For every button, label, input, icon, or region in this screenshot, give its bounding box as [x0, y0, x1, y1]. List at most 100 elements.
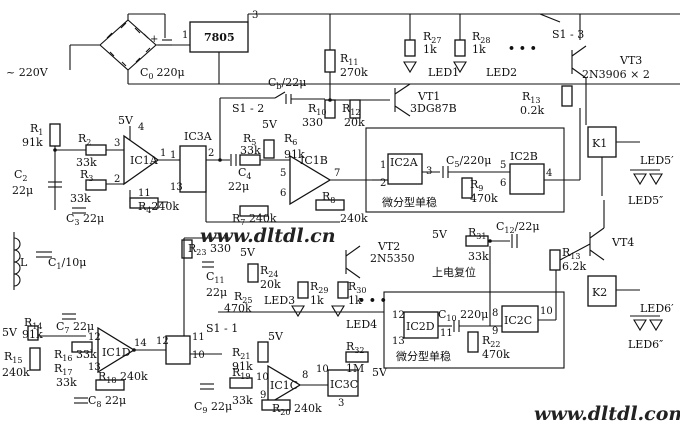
svg-text:IC3C: IC3C [330, 378, 358, 391]
svg-text:10: 10 [256, 372, 269, 383]
opamp-ic1b [289, 154, 332, 206]
svg-text:22μ: 22μ [228, 180, 249, 193]
monostable-bottom: IC2D 12 13 11 C10 220μ R22 470k 8 9 IC2C… [383, 291, 565, 369]
svg-text:• • •: • • • [358, 294, 387, 307]
svg-text:LED4: LED4 [346, 318, 377, 331]
svg-text:13: 13 [170, 182, 183, 193]
svg-text:R8: R8 [322, 190, 335, 205]
svg-text:240k: 240k [340, 212, 368, 225]
svg-text:470k: 470k [470, 192, 498, 205]
svg-text:1k: 1k [310, 294, 324, 307]
svg-text:微分型单稳: 微分型单稳 [396, 349, 451, 363]
svg-text:R6: R6 [284, 132, 297, 147]
svg-text:3: 3 [114, 138, 120, 149]
svg-text:LED2: LED2 [486, 66, 517, 79]
svg-text:6: 6 [500, 178, 506, 189]
svg-text:5V: 5V [268, 330, 284, 343]
svg-text:8: 8 [492, 308, 498, 319]
svg-text:11: 11 [192, 332, 205, 343]
svg-text:C1/10μ: C1/10μ [48, 256, 86, 271]
svg-text:1: 1 [160, 148, 166, 159]
svg-text:5V: 5V [118, 114, 134, 127]
svg-text:Cb/22μ: Cb/22μ [268, 76, 306, 91]
svg-text:S1 - 3: S1 - 3 [552, 28, 584, 41]
regulator-7805 [189, 21, 249, 53]
svg-text:VT4: VT4 [611, 236, 634, 249]
svg-text:5V: 5V [372, 366, 388, 379]
svg-text:3DG87B: 3DG87B [410, 102, 457, 115]
bridge-rectifier [99, 19, 157, 71]
ic1c-stage: 12 11 10 S1 - 1 C9 22μ R19 33k R21 91k 5… [156, 322, 388, 417]
svg-text:LED3: LED3 [264, 294, 295, 307]
svg-text:91k: 91k [232, 360, 253, 373]
svg-text:470k: 470k [482, 348, 510, 361]
svg-text:2N5350: 2N5350 [370, 252, 415, 265]
gate-ic2c [501, 305, 539, 333]
svg-text:6: 6 [280, 188, 286, 199]
svg-text:33k: 33k [232, 394, 253, 407]
svg-text:IC2A: IC2A [390, 156, 419, 169]
svg-text:4: 4 [546, 168, 552, 179]
ic1b-stage: C4 22μ R5 33k R6 91k 5V IC1B 5 6 7 R7 24… [205, 118, 372, 227]
interconnects [53, 98, 591, 352]
opamp-ic1a [123, 134, 160, 186]
svg-text:LED1: LED1 [428, 66, 459, 79]
vt2-stage: R23 330 5V C11 22μ R24 20k R25 470k VT2 … [181, 239, 415, 331]
svg-text:R20 240k: R20 240k [272, 402, 322, 417]
svg-text:C10 220μ: C10 220μ [438, 308, 488, 323]
ic3a-block: IC3A 1 13 2 S1 - 2 Cb/22μ [170, 76, 325, 193]
svg-text:22μ: 22μ [12, 184, 33, 197]
svg-text:91k: 91k [22, 136, 43, 149]
svg-text:7: 7 [334, 168, 340, 179]
svg-text:2: 2 [208, 148, 214, 159]
svg-text:4: 4 [138, 122, 144, 133]
svg-text:240k: 240k [2, 366, 30, 379]
svg-text:R2: R2 [78, 132, 91, 147]
svg-text:R24: R24 [260, 264, 278, 279]
svg-text:33k: 33k [468, 250, 489, 263]
mains-label: ~ 220V [6, 66, 49, 79]
inductor-section: L C1/10μ [13, 232, 86, 290]
svg-text:R1: R1 [30, 122, 43, 137]
svg-text:C8 22μ: C8 22μ [88, 394, 126, 409]
svg-text:K1: K1 [592, 137, 607, 150]
svg-text:12: 12 [392, 310, 405, 321]
svg-text:20k: 20k [344, 116, 365, 129]
svg-text:2N3906 × 2: 2N3906 × 2 [582, 68, 650, 81]
svg-text:5: 5 [280, 168, 286, 179]
svg-text:R10: R10 [308, 102, 326, 117]
svg-text:IC1D: IC1D [102, 346, 131, 359]
svg-text:S1 - 2: S1 - 2 [232, 102, 264, 115]
svg-text:1: 1 [170, 150, 176, 161]
svg-text:C3 22μ: C3 22μ [66, 212, 104, 227]
svg-text:270k: 270k [340, 66, 368, 79]
svg-text:LED5″: LED5″ [628, 194, 663, 207]
svg-text:10: 10 [316, 364, 329, 375]
svg-text:C12/22μ: C12/22μ [496, 220, 539, 235]
svg-text:IC1C: IC1C [270, 379, 298, 392]
svg-text:+: + [150, 34, 158, 45]
svg-text:R4240k: R4240k [138, 200, 179, 215]
svg-text:1: 1 [380, 160, 386, 171]
svg-text:12: 12 [156, 336, 169, 347]
svg-text:R32: R32 [346, 340, 364, 355]
svg-text:上电复位: 上电复位 [432, 265, 476, 279]
svg-text:S1 - 1: S1 - 1 [206, 322, 238, 335]
svg-text:33k: 33k [76, 156, 97, 169]
svg-text:R18 240k: R18 240k [98, 370, 148, 385]
svg-text:R3: R3 [80, 168, 93, 183]
gate-ic2d [403, 311, 439, 339]
svg-text:9: 9 [492, 326, 498, 337]
svg-text:91k: 91k [284, 148, 305, 161]
relay-k2 [587, 275, 617, 307]
svg-text:10: 10 [540, 306, 553, 317]
svg-text:33k: 33k [70, 192, 91, 205]
svg-text:5V: 5V [432, 228, 448, 241]
svg-text:0.2k: 0.2k [520, 104, 544, 117]
monostable-top: IC2A 1 2 3 C5/220μ R9 470k IC2B 5 6 4 微分… [365, 127, 565, 213]
svg-text:IC2B: IC2B [510, 150, 538, 163]
svg-text:5V: 5V [2, 326, 18, 339]
